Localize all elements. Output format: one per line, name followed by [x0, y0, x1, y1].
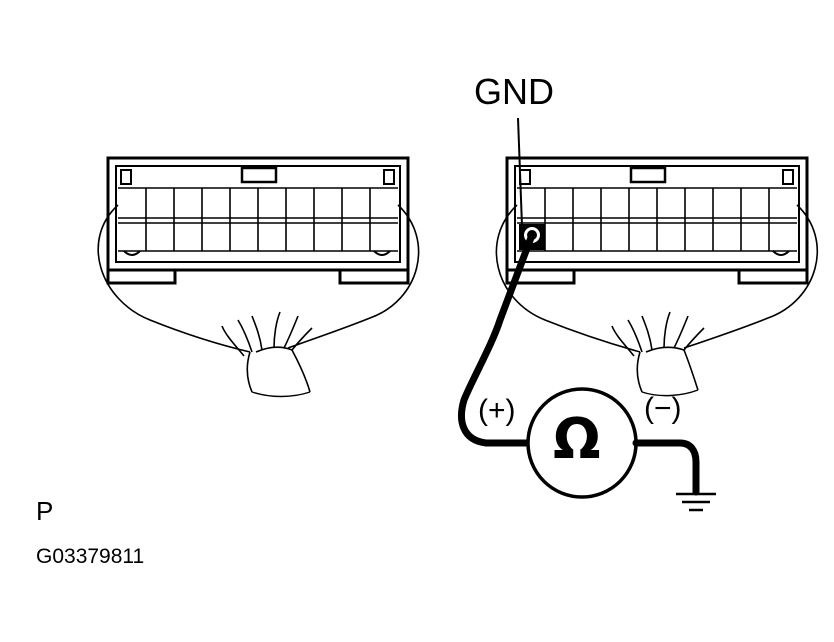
figure-code: G03379811 [36, 545, 145, 568]
positive-test-lead [458, 231, 536, 447]
positive-terminal-label: (+) [478, 394, 516, 427]
terminal-grid-left [118, 187, 398, 252]
gnd-label: GND [474, 71, 554, 112]
connector-left [106, 156, 410, 285]
figure-letter: P [36, 496, 54, 526]
negative-test-lead [632, 439, 700, 496]
gnd-leader-line [517, 117, 523, 227]
ohm-symbol: Ω [553, 407, 601, 472]
negative-terminal-label: (−) [644, 392, 682, 425]
wire-harness-icon [97, 204, 420, 398]
wire-harness-icon [495, 204, 819, 397]
ground-symbol-icon [676, 488, 716, 512]
connector-right [505, 156, 809, 285]
terminal-grid-right [517, 187, 797, 252]
